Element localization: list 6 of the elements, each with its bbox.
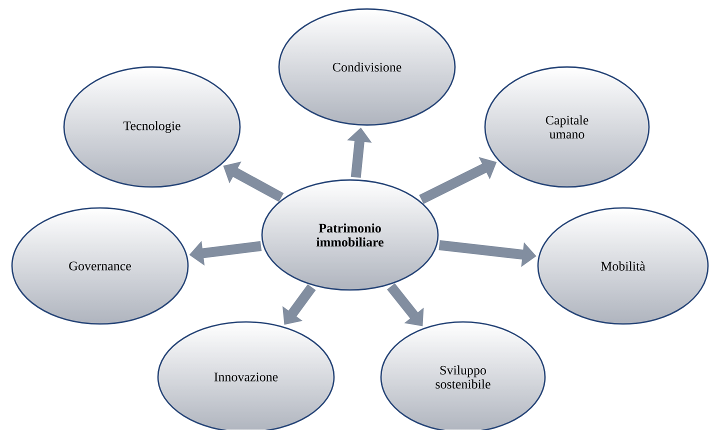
ellipse-node: Tecnologie [63, 66, 241, 188]
ellipse-node: Governance [11, 207, 189, 325]
ellipse-node: Condivisione [278, 8, 456, 126]
ellipse-node: Patrimonio immobiliare [261, 179, 439, 291]
ellipse-node: Capitale umano [484, 66, 650, 188]
ellipse-node: Mobilità [537, 207, 709, 325]
